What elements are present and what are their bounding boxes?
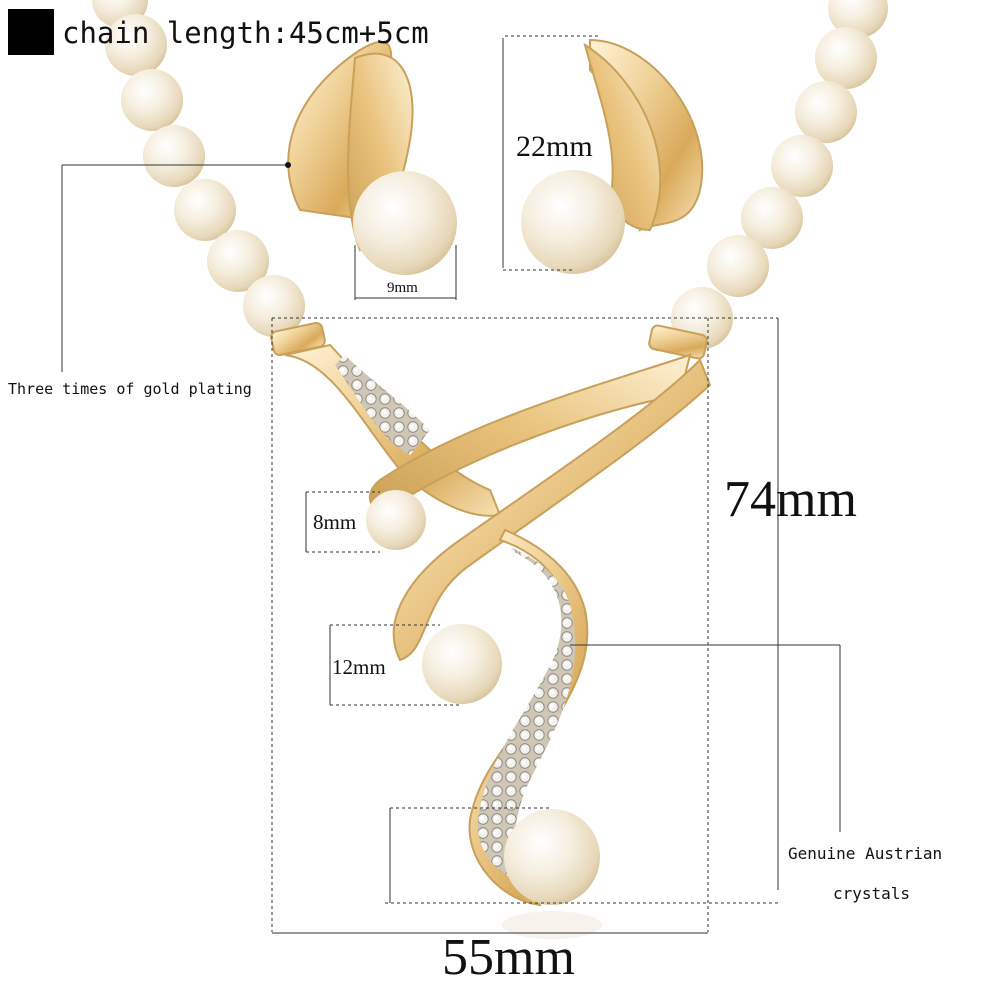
pearl-bead xyxy=(121,69,183,131)
earring-pearl xyxy=(521,170,625,274)
pearl-bead xyxy=(707,235,769,297)
pearl-bead xyxy=(174,179,236,241)
earring-height-label: 22mm xyxy=(516,130,593,163)
pearl-strand-left xyxy=(92,0,305,337)
pearl-bead xyxy=(143,125,205,187)
chain-length-label: chain length:45cm+5cm xyxy=(62,16,429,50)
earring-pearl-size-label: 9mm xyxy=(387,280,418,296)
pearl-strand-right xyxy=(671,0,888,349)
earring-left xyxy=(287,40,457,275)
pendant-width-label: 55mm xyxy=(442,929,575,986)
pearl-bead xyxy=(815,27,877,89)
gold-plating-note: Three times of gold plating xyxy=(8,380,252,398)
pendant-pearl-small xyxy=(366,490,426,550)
crystals-note-line1: Genuine Austrian xyxy=(788,844,943,863)
pendant-pearl-medium xyxy=(422,624,502,704)
title-marker-square xyxy=(8,9,54,55)
medium-pearl-size-label: 12mm xyxy=(332,655,386,679)
earring-pearl xyxy=(353,171,457,275)
pearl-bead xyxy=(795,81,857,143)
pendant-height-label: 74mm xyxy=(724,471,857,528)
pearl-bead xyxy=(771,135,833,197)
crystals-note-line2: crystals xyxy=(833,884,911,903)
earring-right xyxy=(521,38,704,274)
small-pearl-size-label: 8mm xyxy=(313,510,357,534)
pearl-bead xyxy=(105,14,167,76)
pearl-bead xyxy=(207,230,269,292)
pendant xyxy=(270,321,712,939)
dimension-lines xyxy=(61,35,841,934)
pendant-pearl-large xyxy=(504,809,600,905)
pearl-bead xyxy=(741,187,803,249)
pearl-bead xyxy=(243,275,305,337)
